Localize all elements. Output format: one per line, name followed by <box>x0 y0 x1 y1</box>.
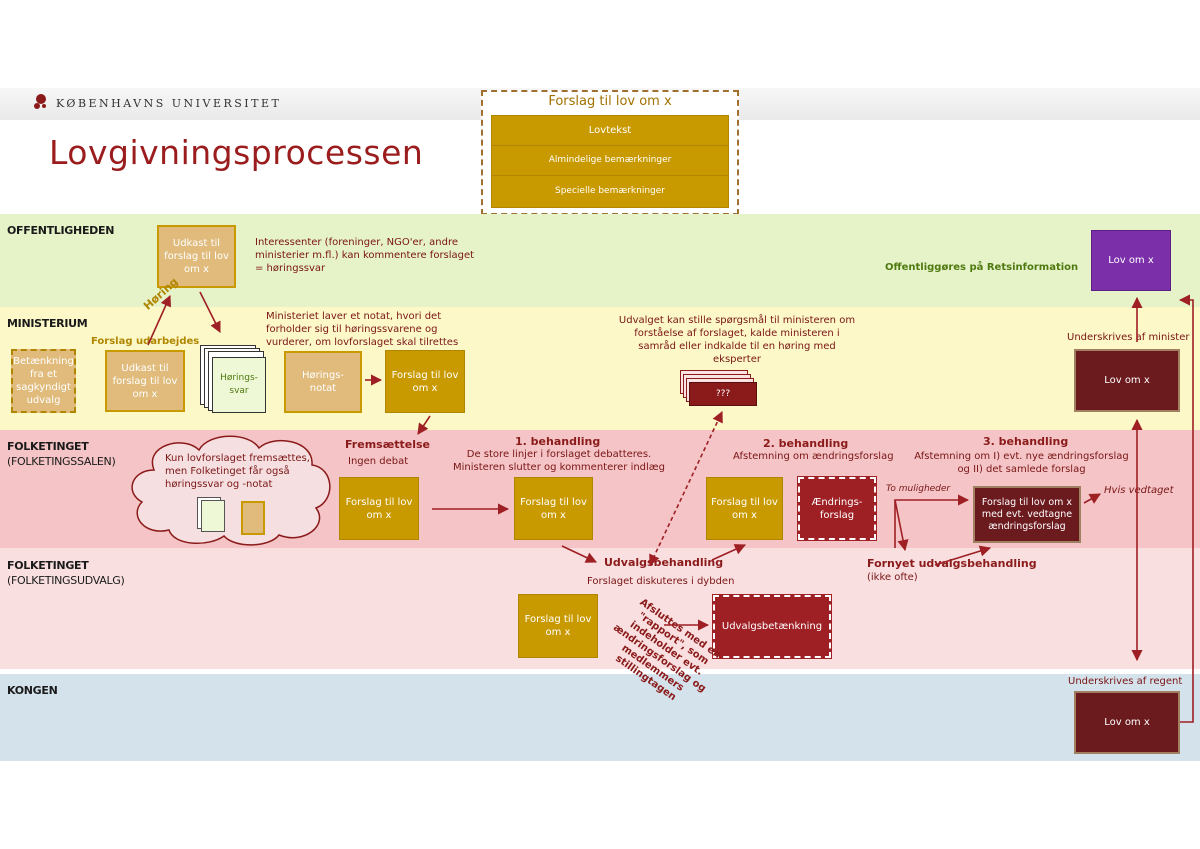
cloud-shape <box>131 435 331 546</box>
band-label-ministerium: MINISTERIUM <box>7 317 88 330</box>
udkast-public-box: Udkast til forslag til lov om x <box>157 225 236 288</box>
fornyet-sub: (ikke ofte) <box>867 572 918 583</box>
legend-row-specielle: Specielle bemærkninger <box>491 175 729 208</box>
beh3-sub: Afstemning om I) evt. nye ændringsforsla… <box>914 451 1129 475</box>
cloud-doc-stack-icon <box>197 497 227 533</box>
beh2-sub: Afstemning om ændringsforslag <box>733 451 894 462</box>
forslag-udvalg-box: Forslag til lov om x <box>518 594 598 658</box>
band-kongen <box>0 674 1200 761</box>
university-name: KØBENHAVNS UNIVERSITET <box>56 97 282 110</box>
ministeriet-text: Ministeriet laver et notat, hvori det fo… <box>266 311 459 348</box>
forslag-ministry-box: Forslag til lov om x <box>385 350 465 413</box>
arrow-forslag-to-fremsaettelse <box>417 415 431 435</box>
aendringsforslag-box: Ændrings-forslag <box>797 476 877 541</box>
cloud-doc-tan-icon <box>241 501 265 535</box>
arrow-udvalg-questions-dashed <box>649 410 723 567</box>
band-label-folketingsudvalg: FOLKETINGET <box>7 559 89 572</box>
fremsaettelse-sub: Ingen debat <box>348 456 409 467</box>
udvalgsbehandling-sub: Forslaget diskuteres i dybden <box>587 576 735 587</box>
forslag-1beh-box: Forslag til lov om x <box>514 477 593 540</box>
udvalget-text: Udvalget kan stille spørgsmål til minist… <box>618 315 856 365</box>
lov-offentlig-box: Lov om x <box>1091 230 1171 291</box>
arrow-udvalg-to-2beh <box>711 544 747 561</box>
underskrives-minister-text: Underskrives af minister <box>1067 332 1190 343</box>
arrow-udkast-public-to-horingssvar <box>199 291 221 334</box>
forslag-udarbejdes-text: Forslag udarbejdes <box>91 336 200 347</box>
horingssvar-box: Hørings-svar <box>212 357 266 413</box>
fremsaettelse-title: Fremsættelse <box>345 438 430 451</box>
horingsnotat-box: Hørings-notat <box>284 351 362 413</box>
beh1-title: 1. behandling <box>515 435 601 448</box>
forslag-3beh-box: Forslag til lov om x med evt. vedtagne æ… <box>973 486 1081 543</box>
offentliggoeres-text: Offentliggøres på Retsinformation <box>885 262 1079 273</box>
legend-row-lovtekst: Lovtekst <box>491 115 729 146</box>
arrow-2beh-to-3beh <box>894 494 970 548</box>
lov-minister-box: Lov om x <box>1074 349 1180 412</box>
band-folketingsudvalg <box>0 548 1200 669</box>
lov-regent-box: Lov om x <box>1074 691 1180 754</box>
legend-row-almindelige: Almindelige bemærkninger <box>491 145 729 176</box>
questions-box: ??? <box>689 382 757 406</box>
forslag-fremsaettelse-box: Forslag til lov om x <box>339 477 419 540</box>
arrow-1beh-to-udvalg <box>561 545 598 563</box>
betaenkning-box: Betænkning fra et sagkyndigt udvalg <box>11 349 76 413</box>
band-sublabel-folketingssalen: (FOLKETINGSSALEN) <box>7 455 116 468</box>
cloud-text: Kun lovforslaget fremsættes, men Folketi… <box>165 453 310 490</box>
fornyet-title: Fornyet udvalgsbehandling <box>867 557 1037 570</box>
band-label-offentligheden: OFFENTLIGHEDEN <box>7 224 115 237</box>
underskrives-regent-text: Underskrives af regent <box>1068 676 1183 687</box>
ku-logo-icon <box>33 93 49 111</box>
udvalgsbetaenkning-box: Udvalgsbetænkning <box>712 594 832 659</box>
band-label-kongen: KONGEN <box>7 684 58 697</box>
beh3-title: 3. behandling <box>983 435 1069 448</box>
legend-title: Forslag til lov om x <box>548 94 672 109</box>
udkast-ministry-box: Udkast til forslag til lov om x <box>105 350 185 412</box>
interessenter-text: Interessenter (foreninger, NGO'er, andre… <box>255 237 475 274</box>
band-label-folketingssalen: FOLKETINGET <box>7 440 89 453</box>
arrow-2beh-to-fornyet <box>894 499 909 552</box>
band-sublabel-folketingsudvalg: (FOLKETINGSUDVALG) <box>7 574 125 587</box>
beh2-title: 2. behandling <box>763 437 849 450</box>
beh1-sub: De store linjer i forslaget debatteres. … <box>453 449 665 473</box>
arrow-udkast-to-udkast-public <box>147 294 171 346</box>
to-muligheder-text: To muligheder <box>886 484 951 494</box>
arrow-3beh-to-vedtaget <box>1083 493 1101 504</box>
arrow-fornyet-to-3beh <box>934 545 992 566</box>
arrow-regent-to-offentlig <box>1178 294 1194 723</box>
page-title: Lovgivningsprocessen <box>49 133 424 172</box>
